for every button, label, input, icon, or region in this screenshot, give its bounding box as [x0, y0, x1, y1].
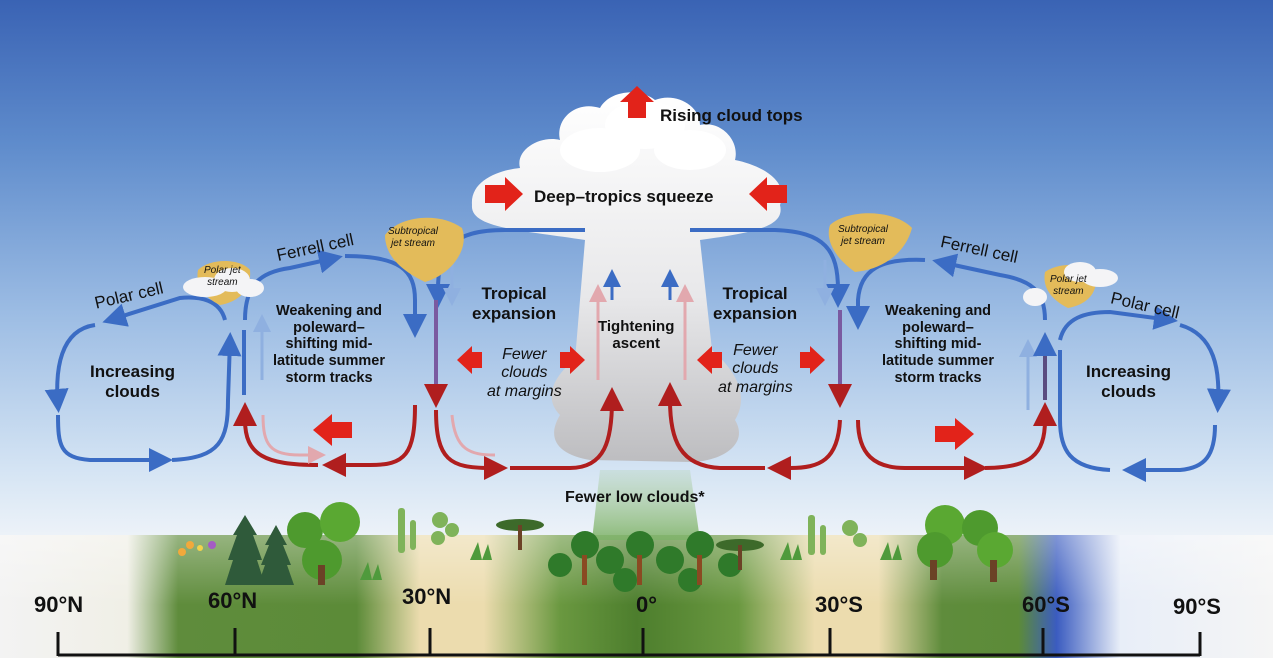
latitude-label: 60°S — [1022, 592, 1070, 617]
latitude-label: 90°S — [1173, 594, 1221, 619]
tightening-ascent-label: Tightening ascent — [598, 318, 675, 353]
latitude-label: 60°N — [208, 588, 258, 613]
fewer-low-clouds-label: Fewer low clouds* — [565, 489, 705, 506]
tree-icon — [225, 515, 294, 585]
red-arrow-icon — [313, 86, 974, 450]
hadley-cell-right — [658, 228, 852, 480]
fewer-clouds-right-label: Fewer clouds at margins — [718, 342, 793, 396]
subtropical-jet-right-label: Subtropical jet stream — [838, 224, 889, 247]
storm-tracks-left-label: Weakening and poleward– shifting mid- la… — [273, 303, 385, 386]
storm-tracks-right-label: Weakening and poleward– shifting mid- la… — [882, 303, 994, 386]
flower-icon — [178, 541, 216, 556]
polar-jet-right-label: Polar jet stream — [1050, 274, 1087, 297]
polar-cell-left — [44, 295, 242, 472]
deep-tropics-squeeze-label: Deep–tropics squeeze — [534, 187, 714, 206]
polar-cell-right — [1058, 305, 1231, 482]
subtropical-jet-stream-left — [385, 217, 464, 282]
increasing-clouds-left-label: Increasing clouds — [90, 362, 176, 401]
subtropical-jet-left-label: Subtropical jet stream — [388, 226, 439, 249]
cloud-icon — [1023, 262, 1118, 306]
palm-icon — [548, 531, 742, 592]
subtropical-jet-stream-right — [828, 213, 912, 272]
rising-cloud-tops-label: Rising cloud tops — [660, 106, 803, 125]
ferrell-cell-left — [233, 249, 427, 477]
tropical-expansion-right-label: Tropical expansion — [713, 284, 798, 323]
latitude-label: 90°N — [34, 592, 84, 617]
convective-cloud-tower — [471, 92, 782, 462]
shrub-icon — [360, 519, 902, 580]
latitude-label: 30°N — [402, 584, 452, 609]
low-cloud-beam — [592, 470, 700, 540]
cloud-icon — [183, 268, 264, 297]
tree-icon — [287, 502, 1013, 585]
latitude-label: 30°S — [815, 592, 863, 617]
fewer-clouds-left-label: Fewer clouds at margins — [487, 346, 562, 400]
latitude-axis — [56, 628, 1202, 657]
ferrell-cell-right — [846, 253, 1057, 480]
tropical-expansion-left-label: Tropical expansion — [472, 284, 557, 323]
polar-jet-left-label: Polar jet stream — [204, 265, 241, 288]
cactus-icon — [398, 508, 867, 555]
increasing-clouds-right-label: Increasing clouds — [1086, 362, 1172, 401]
vegetation — [178, 502, 1013, 592]
latitude-label: 0° — [636, 592, 658, 617]
